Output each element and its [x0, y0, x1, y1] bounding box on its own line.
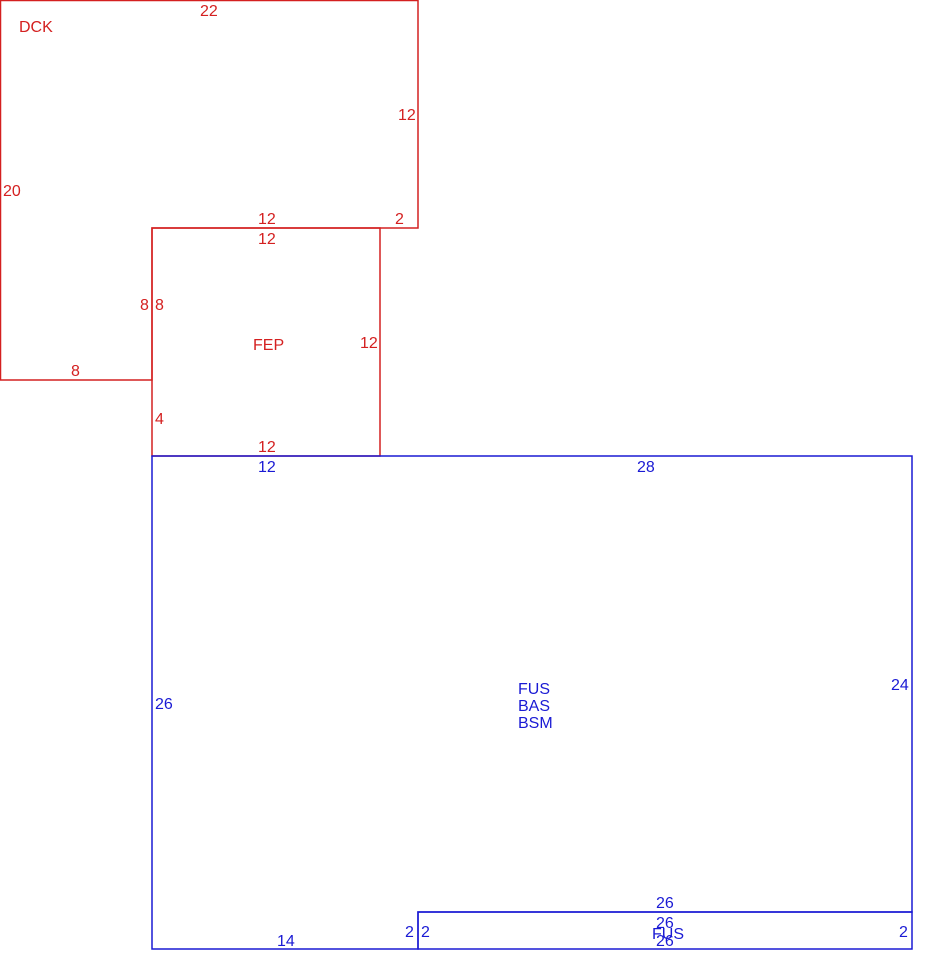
- dck-outline: [0, 0, 419, 381]
- main-area-label-1: FUS: [518, 681, 550, 698]
- dim-dck-top: 22: [200, 3, 218, 20]
- dck-label: DCK: [19, 19, 53, 36]
- dim-fep-right: 12: [360, 335, 378, 352]
- dim-main-bottom: 14: [277, 933, 295, 950]
- dim-fep-left-lower: 4: [155, 411, 164, 428]
- dim-dck-inner-left: 8: [140, 297, 149, 314]
- dim-fep-top: 12: [258, 231, 276, 248]
- dim-main-left: 26: [155, 696, 173, 713]
- dim-fep-bottom: 12: [258, 439, 276, 456]
- dim-main-inner-right: 2: [405, 924, 414, 941]
- dim-fep-left: 8: [155, 297, 164, 314]
- dim-dck-step: 2: [395, 211, 404, 228]
- dim-strip-top-outer: 26: [656, 895, 674, 912]
- dim-dck-right-upper: 12: [398, 107, 416, 124]
- main-area-label-3: BSM: [518, 715, 553, 732]
- fus-strip-outline: [417, 911, 913, 950]
- dim-main-top-left: 12: [258, 459, 276, 476]
- dim-dck-left: 20: [3, 183, 21, 200]
- dim-main-top: 28: [637, 459, 655, 476]
- fus-strip-label: FUS: [652, 926, 684, 943]
- dim-dck-bottom: 8: [71, 363, 80, 380]
- dim-strip-right: 2: [899, 924, 908, 941]
- dim-strip-bottom: 26: [656, 933, 674, 950]
- fep-label: FEP: [253, 337, 284, 354]
- dim-strip-left: 2: [421, 924, 430, 941]
- dim-dck-inner-top: 12: [258, 211, 276, 228]
- dim-strip-top-inner: 26: [656, 915, 674, 932]
- main-area-label-2: BAS: [518, 698, 550, 715]
- dim-main-right: 24: [891, 677, 909, 694]
